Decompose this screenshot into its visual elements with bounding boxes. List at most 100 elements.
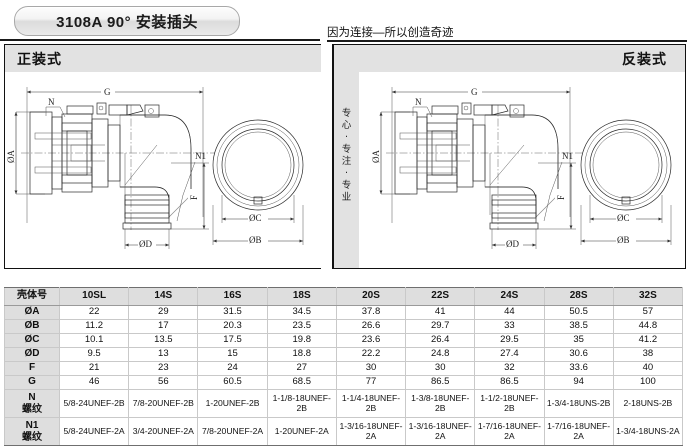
table-cell: 1-3/4-18UNS-2B: [543, 389, 614, 418]
table-cell: 26.4: [405, 333, 476, 348]
drawing-panel-reverse-mount: 反装式 专 心 · 专 注 · 专 业 G ØA: [332, 44, 686, 269]
column-header-3: 18S: [266, 287, 337, 306]
table-cell: 24: [197, 361, 268, 376]
slogan-char-2: ·: [344, 132, 349, 144]
slogan-char-6: 专: [341, 179, 352, 191]
panel-band-left: 正装式: [5, 45, 321, 72]
svg-text:G: G: [104, 87, 111, 97]
table-cell: 23.6: [335, 333, 407, 348]
table-cell: 31.5: [197, 305, 268, 320]
table-cell: 41.2: [612, 333, 684, 348]
tagline-divider: [327, 40, 687, 42]
row-label-secondary: 螺纹: [22, 431, 42, 443]
table-cell: 77: [335, 375, 407, 390]
panel-band-right: 反装式: [332, 45, 685, 72]
table-header-row: 壳体号 10SL 14S 16S 18S 20S 22S 24S 28S 32S: [4, 287, 684, 306]
column-header-5: 22S: [405, 287, 476, 306]
table-cell: 30.6: [543, 347, 614, 362]
table-cell: 1-1/2-18UNEF-2B: [474, 389, 545, 418]
table-cell: 20.3: [197, 319, 268, 334]
slogan-char-1: 心: [341, 120, 352, 132]
row-label-primary: N1: [25, 420, 39, 432]
title-divider: [0, 39, 320, 41]
svg-text:ØB: ØB: [617, 235, 630, 245]
svg-text:ØD: ØD: [506, 239, 519, 249]
table-cell: 13: [128, 347, 199, 362]
table-cell: 32: [474, 361, 545, 376]
slogan-char-4: 注: [341, 156, 352, 167]
svg-text:ØA: ØA: [371, 150, 381, 163]
page-title-text: 3108A 90° 安装插头: [56, 13, 198, 31]
table-cell: 7/8-20UNEF-2B: [128, 389, 199, 418]
slogan-char-0: 专: [341, 108, 352, 120]
table-cell: 29.5: [474, 333, 545, 348]
table-cell: 27: [266, 361, 337, 376]
svg-text:F: F: [189, 195, 199, 200]
table-cell: 56: [128, 375, 199, 390]
table-cell: 2-18UNS-2B: [612, 389, 684, 418]
table-cell: 5/8-24UNEF-2B: [58, 389, 130, 418]
table-cell: 18.8: [266, 347, 337, 362]
table-cell: 60.5: [197, 375, 268, 390]
table-cell: 37.8: [335, 305, 407, 320]
svg-text:N1: N1: [562, 151, 573, 161]
column-header-2: 16S: [197, 287, 268, 306]
svg-text:ØB: ØB: [249, 235, 262, 245]
svg-text:ØD: ØD: [139, 239, 152, 249]
table-cell: 94: [543, 375, 614, 390]
table-cell: 10.1: [58, 333, 130, 348]
row-label: ØB: [4, 319, 60, 334]
table-cell: 22: [58, 305, 130, 320]
table-cell: 22.2: [335, 347, 407, 362]
svg-text:N: N: [48, 97, 55, 107]
row-label: ØD: [4, 347, 60, 362]
svg-text:N: N: [415, 97, 422, 107]
row-label: G: [4, 375, 60, 390]
table-cell: 1-20UNEF-2A: [266, 417, 337, 446]
table-cell: 50.5: [543, 305, 614, 320]
reverse-mount-drawing: G ØA N: [371, 85, 672, 249]
table-cell: 23: [128, 361, 199, 376]
table-cell: 1-20UNEF-2B: [197, 389, 268, 418]
table-cell: 38: [612, 347, 684, 362]
table-cell: 1-3/16-18UNEF-2A: [335, 417, 407, 446]
svg-text:ØC: ØC: [617, 213, 630, 223]
table-cell: 9.5: [58, 347, 130, 362]
table-cell: 26.6: [335, 319, 407, 334]
table-cell: 27.4: [474, 347, 545, 362]
table-cell: 29.7: [405, 319, 476, 334]
row-label-secondary: 螺纹: [22, 403, 42, 415]
svg-text:F: F: [556, 195, 566, 200]
table-cell: 33: [474, 319, 545, 334]
panel-label-reverse-mount: 反装式: [622, 51, 667, 68]
table-cell: 24.8: [405, 347, 476, 362]
table-corner-label: 壳体号: [4, 287, 60, 306]
column-header-6: 24S: [474, 287, 545, 306]
table-cell: 33.6: [543, 361, 614, 376]
slogan-char-5: ·: [344, 167, 349, 179]
column-header-7: 28S: [543, 287, 614, 306]
table-cell: 15: [197, 347, 268, 362]
table-cell: 35: [543, 333, 614, 348]
table-cell: 29: [128, 305, 199, 320]
table-cell: 1-1/8-18UNEF-2B: [266, 389, 337, 418]
table-cell: 30: [405, 361, 476, 376]
row-label: ØA: [4, 305, 60, 320]
table-cell: 19.8: [266, 333, 337, 348]
row-label: ØC: [4, 333, 60, 348]
table-cell: 44.8: [612, 319, 684, 334]
table-cell: 17.5: [197, 333, 268, 348]
table-cell: 41: [405, 305, 476, 320]
table-cell: 17: [128, 319, 199, 334]
front-mount-drawing: G ØA N: [6, 85, 304, 249]
table-cell: 13.5: [128, 333, 199, 348]
table-cell: 38.5: [543, 319, 614, 334]
